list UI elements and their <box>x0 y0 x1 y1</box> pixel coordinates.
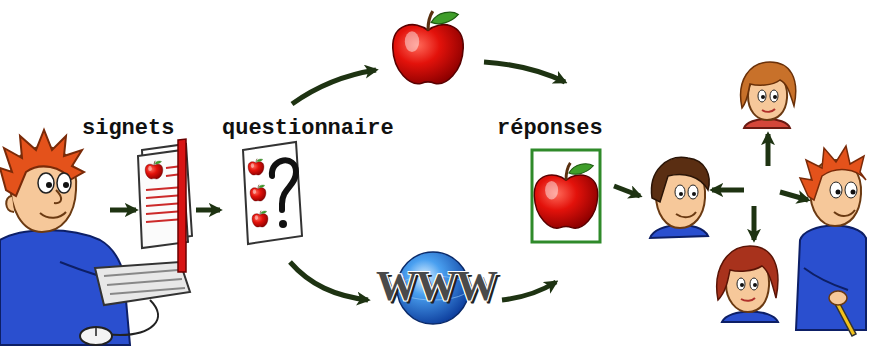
flow-arrow <box>766 134 771 166</box>
flow-arrow <box>196 208 220 213</box>
colleague-figure <box>834 210 855 216</box>
questionnaire-icon <box>279 220 287 228</box>
flow-arrow <box>290 262 368 300</box>
questionnaire-icon <box>243 142 302 244</box>
answers-icon <box>532 150 600 242</box>
user-figure <box>38 173 54 193</box>
flow-arrow <box>752 206 757 240</box>
colleague-figure <box>836 190 841 195</box>
questionnaire-icon <box>243 142 302 244</box>
colleague-figure <box>773 95 777 99</box>
colleague-figure <box>804 268 848 290</box>
colleague-figure <box>750 278 758 290</box>
colleague-figure <box>800 146 866 200</box>
receiver-figure <box>651 157 709 202</box>
flow-arrow <box>780 192 808 200</box>
colleague-figure <box>753 283 757 287</box>
colleague-figure <box>845 182 857 198</box>
colleague-figure <box>762 109 775 112</box>
colleague-figure <box>830 182 842 198</box>
colleague-figure <box>740 283 744 287</box>
bookmark-icon <box>145 161 163 179</box>
colleague-figure <box>829 291 847 305</box>
user-figure <box>80 327 112 345</box>
step-label: questionnaire <box>222 116 394 142</box>
questionnaire-icon <box>248 159 264 175</box>
answers-icon <box>534 163 597 228</box>
flow-arrow <box>484 62 565 82</box>
answers-icon <box>532 150 600 242</box>
user-figure <box>46 182 52 188</box>
colleague-figure <box>761 95 765 99</box>
user-figure <box>40 212 66 218</box>
receiver-figure <box>675 185 685 199</box>
colleague-figure <box>717 246 778 322</box>
user-figure <box>57 173 71 193</box>
bookmark-icon <box>138 139 192 272</box>
flow-arrow <box>502 282 556 300</box>
step-label: signets <box>82 116 174 142</box>
user-figure <box>0 130 190 345</box>
receiver-figure <box>679 192 683 196</box>
colleague-figure <box>796 146 866 336</box>
receiver-figure <box>692 192 696 196</box>
colleague-figure <box>741 62 796 128</box>
colleague-figure <box>758 90 766 102</box>
user-figure <box>54 190 61 203</box>
colleague-figure <box>796 225 866 330</box>
user-figure <box>104 270 185 294</box>
flow-arrow <box>614 186 640 196</box>
bookmark-icon <box>178 139 186 272</box>
questionnaire-icon <box>252 211 268 227</box>
colleague-figure <box>770 90 778 102</box>
receiver-figure <box>650 157 709 238</box>
colleague-figure <box>722 312 778 323</box>
step-label: réponses <box>497 116 603 142</box>
user-figure <box>0 130 84 196</box>
flow-arrow <box>712 188 744 193</box>
labelled-icon: réponses <box>497 116 607 244</box>
flow-arrow <box>292 70 376 104</box>
flow-arrow <box>110 208 136 213</box>
receiver-figure <box>688 185 698 199</box>
receiver-figure <box>676 212 696 217</box>
colleague-figure <box>741 298 755 301</box>
labelled-icon: questionnaire <box>222 116 396 244</box>
questionnaire-icon <box>272 160 296 210</box>
colleague-figure <box>851 190 856 195</box>
user-figure <box>95 262 190 305</box>
apple-image <box>393 11 463 83</box>
colleague-figure <box>737 278 745 290</box>
user-figure <box>95 327 97 336</box>
questionnaire-icon <box>250 185 266 201</box>
labelled-icon: signets <box>82 116 194 266</box>
user-figure <box>63 182 69 188</box>
colleague-figure <box>717 246 778 300</box>
web-label: WWW <box>376 262 496 310</box>
colleague-figure <box>741 62 796 108</box>
user-figure <box>6 196 14 212</box>
